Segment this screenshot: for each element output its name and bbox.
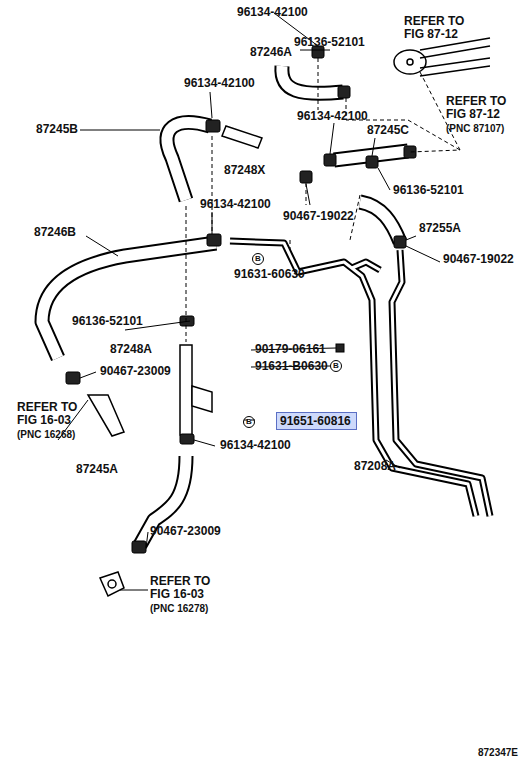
callout-number: 96136-52101 bbox=[72, 315, 143, 328]
callout-number: 87245B bbox=[36, 123, 78, 136]
callout-number: REFER TO FIG 87-12 bbox=[446, 95, 520, 121]
bolt-mark: B bbox=[255, 255, 261, 263]
callout-number: 91631-60630 bbox=[234, 268, 305, 281]
callout-number: 96134-42100 bbox=[237, 6, 308, 19]
callout-number: (PNC 87107) bbox=[446, 122, 504, 135]
callout-number: 87208A bbox=[354, 460, 396, 473]
bolt-mark: B bbox=[246, 418, 252, 426]
callout-number: 90467-23009 bbox=[150, 525, 221, 538]
callout-number: 90467-19022 bbox=[283, 210, 354, 223]
callout-number: 90467-23009 bbox=[100, 365, 171, 378]
callout-number: 87248A bbox=[110, 343, 152, 356]
callout-number: 87245A bbox=[76, 463, 118, 476]
highlighted-part-number: 91651-60816 bbox=[276, 412, 357, 430]
callout-number: 87255A bbox=[419, 222, 461, 235]
part-number: 91651-60816 bbox=[280, 414, 353, 428]
callout-number: 96134-42100 bbox=[220, 439, 291, 452]
callout-number: 96136-52101 bbox=[393, 184, 464, 197]
callout-number: REFER TO FIG 87-12 bbox=[404, 15, 478, 41]
callout-number: 96134-42100 bbox=[184, 77, 255, 90]
callout-number: 87248X bbox=[224, 164, 265, 177]
callout-number: 87245C bbox=[367, 124, 409, 137]
callout-number: 91631-B0630 bbox=[255, 360, 328, 373]
callout-number: 96136-52101 bbox=[294, 36, 365, 49]
callout-number: 87246A bbox=[250, 46, 292, 59]
callout-number: 90467-19022 bbox=[443, 253, 514, 266]
callout-number: REFER TO FIG 16-03 bbox=[17, 401, 91, 427]
callout-number: 872347E bbox=[478, 746, 518, 759]
callout-number: REFER TO FIG 16-03 bbox=[150, 575, 224, 601]
callout-number: 96134-42100 bbox=[200, 198, 271, 211]
callout-number: 96134-42100 bbox=[297, 110, 368, 123]
bolt-mark: B bbox=[333, 362, 339, 370]
callout-number: 90179-06161 bbox=[255, 343, 326, 356]
callout-number: 87246B bbox=[34, 226, 76, 239]
callout-number: (PNC 16278) bbox=[150, 602, 208, 615]
callout-number: (PNC 16268) bbox=[17, 428, 75, 441]
